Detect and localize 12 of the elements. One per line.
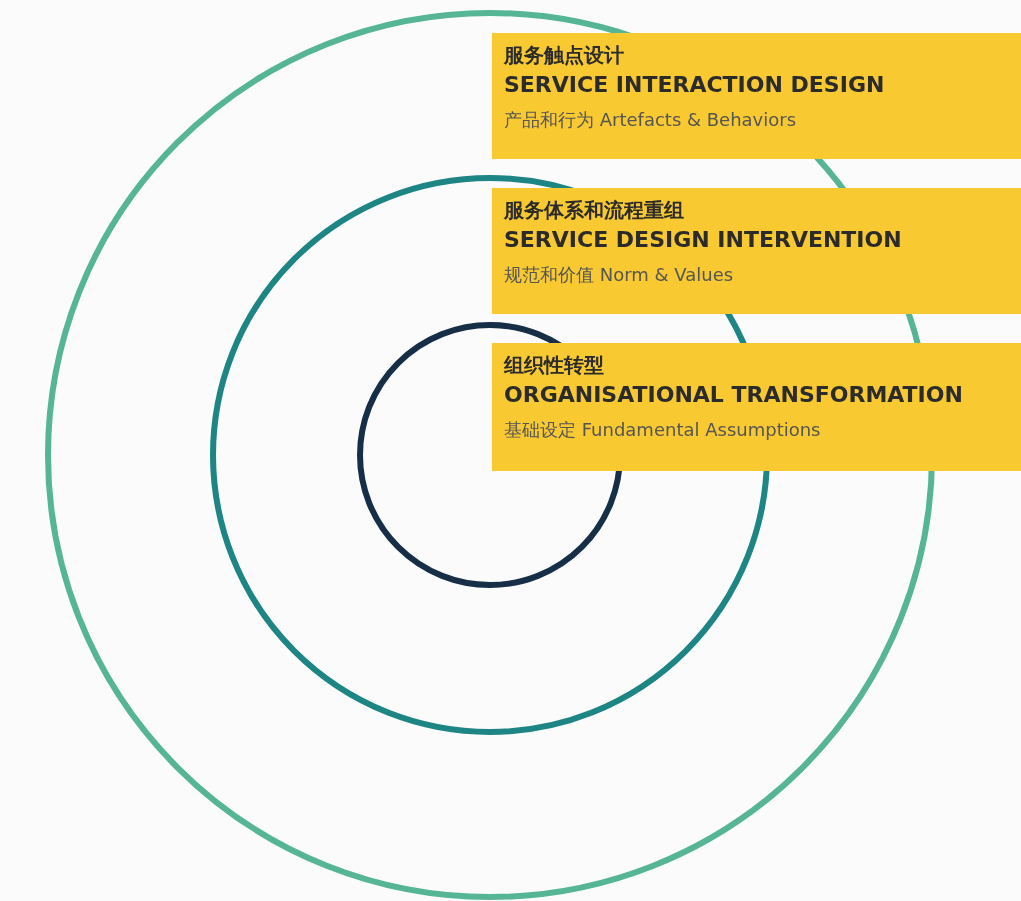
english-title: ORGANISATIONAL TRANSFORMATION [504,381,963,409]
heading: 服务触点设计 [504,42,624,69]
label-panel [492,33,1021,159]
english-title: SERVICE DESIGN INTERVENTION [504,226,902,254]
label-panel [492,188,1021,314]
label-panel [492,343,1021,471]
english-title: SERVICE INTERACTION DESIGN [504,71,885,99]
subtitle: 规范和价值 Norm & Values [504,263,734,287]
heading: 服务体系和流程重组 [504,197,684,224]
subtitle: 产品和行为 Artefacts & Behaviors [504,108,797,132]
heading: 组织性转型 [504,352,604,379]
subtitle: 基础设定 Fundamental Assumptions [504,418,821,442]
